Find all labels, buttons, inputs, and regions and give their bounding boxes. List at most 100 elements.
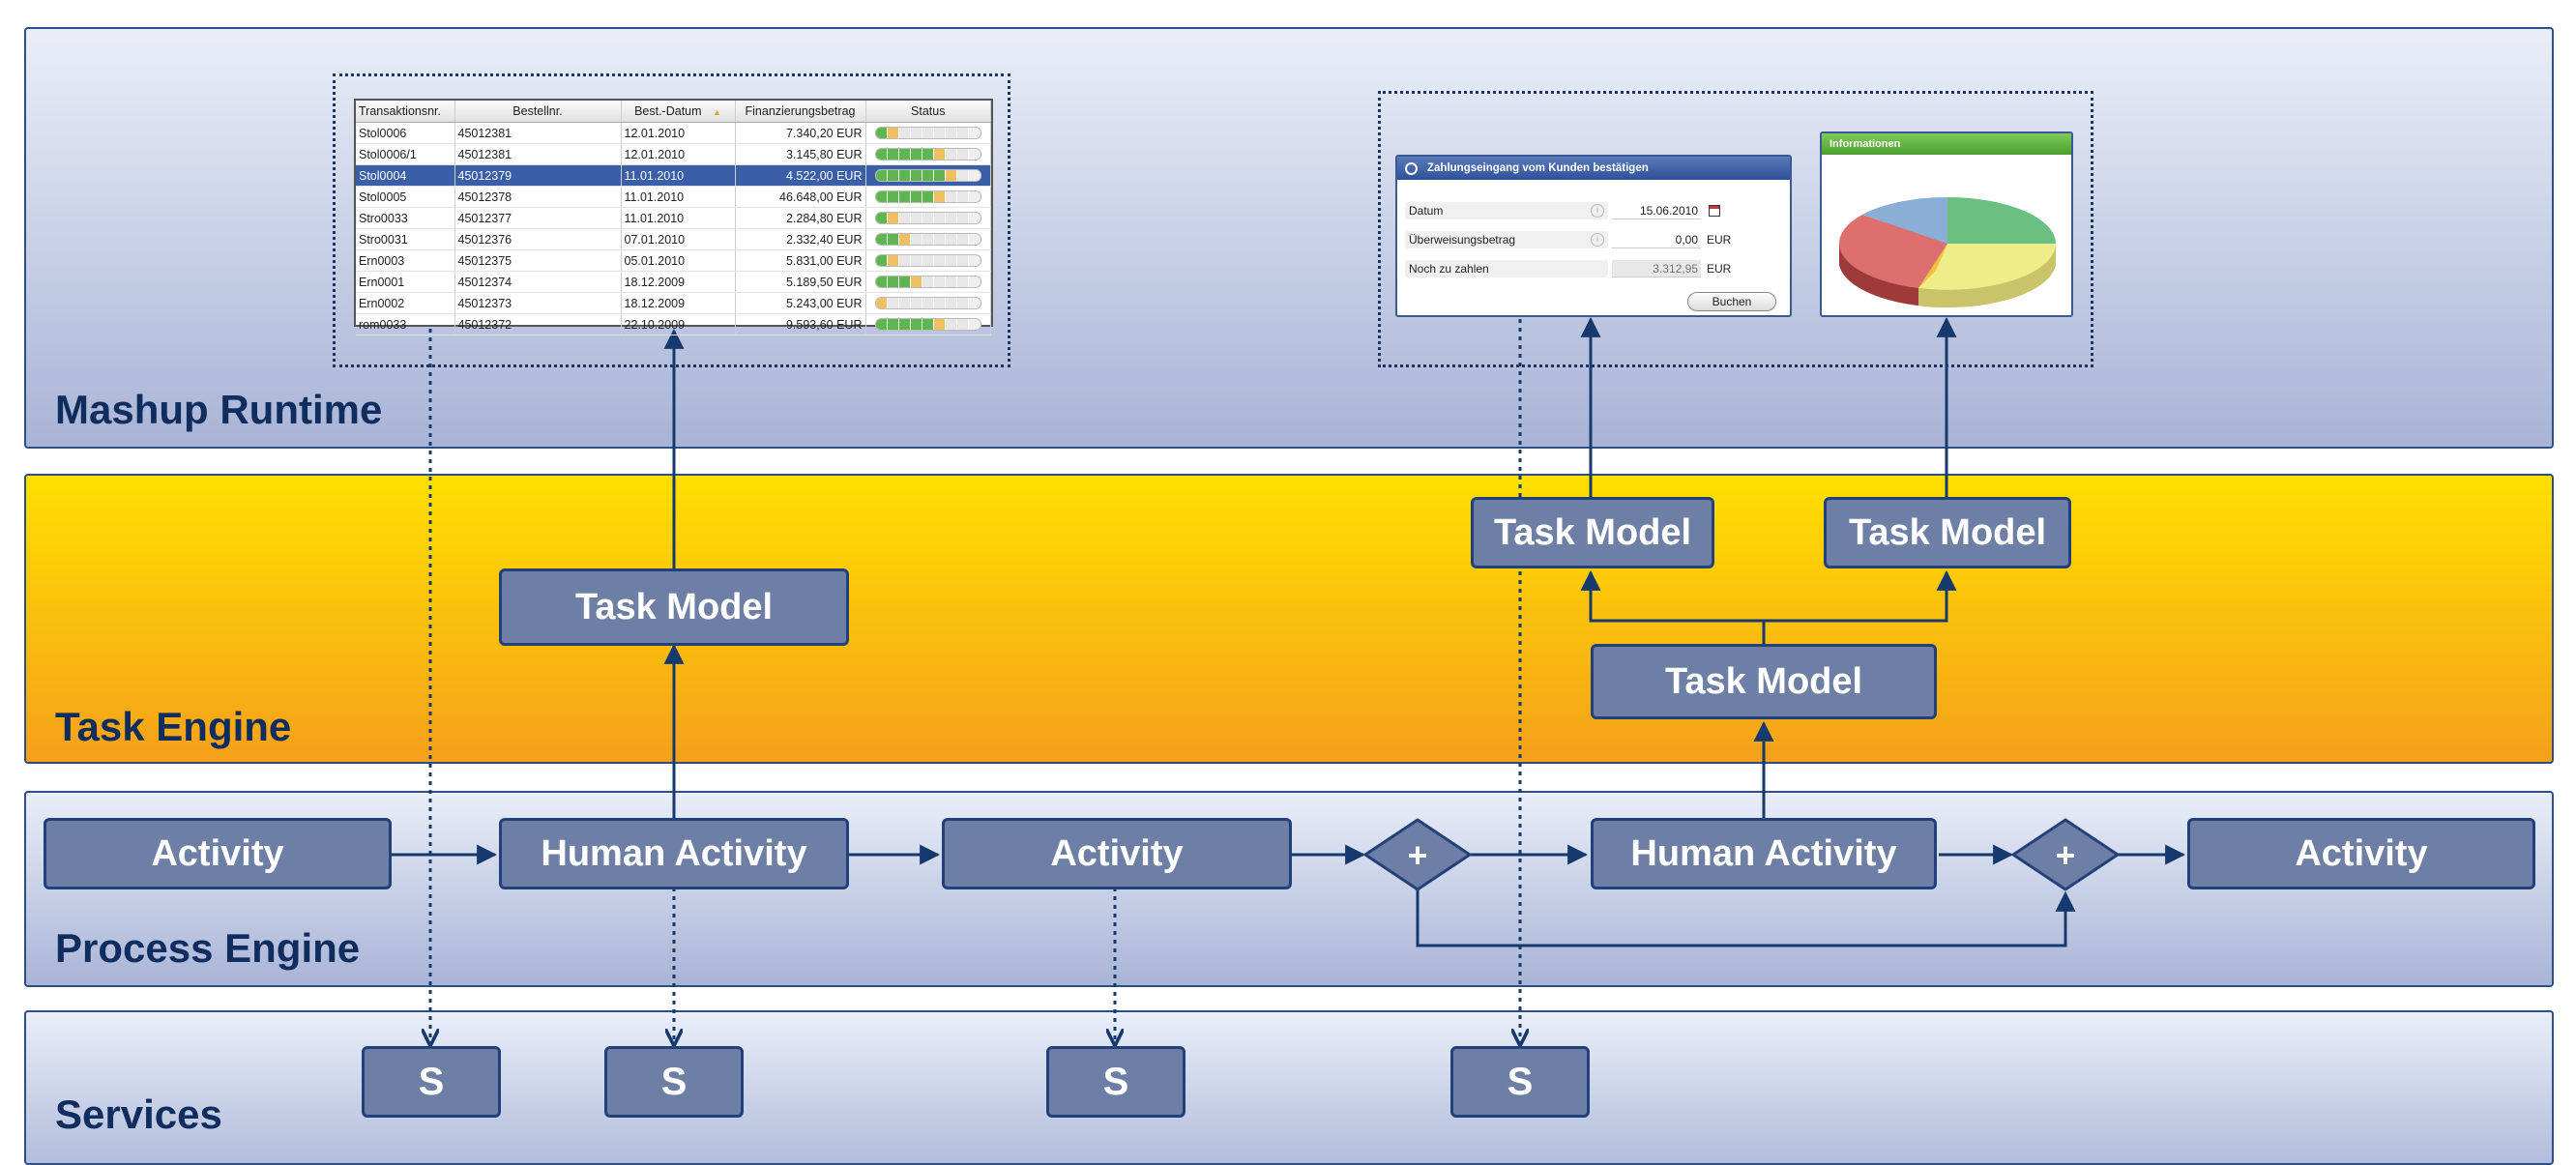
status-segment (898, 170, 911, 181)
cell-betrag: 5.831,00 EUR (735, 249, 866, 272)
pie-slice-orange (1918, 244, 1947, 288)
col-header-transaktionsnr[interactable]: Transaktionsnr. (356, 101, 455, 123)
human-activity-2[interactable]: Human Activity (1591, 818, 1937, 889)
form-chart-widget-container (1378, 91, 2093, 367)
cell-datum: 22.10.2009 (621, 313, 736, 335)
status-progress-bar (874, 127, 981, 139)
cell-datum: 11.01.2010 (621, 186, 736, 208)
status-segment (910, 234, 922, 245)
cell-transaktionsnr: Ern0002 (356, 292, 455, 314)
human-activity-1[interactable]: Human Activity (499, 818, 849, 889)
cell-bestellnr: 45012376 (454, 228, 622, 250)
cell-transaktionsnr: Ern0001 (356, 271, 455, 293)
cell-betrag: 2.332,40 EUR (735, 228, 866, 250)
status-segment (922, 128, 934, 138)
status-segment (922, 213, 934, 223)
status-segment (922, 170, 934, 181)
cell-transaktionsnr: Stro0033 (356, 207, 455, 229)
payment-confirmation-form: Zahlungseingang vom Kunden bestätigen Da… (1395, 155, 1792, 317)
status-segment (887, 213, 899, 223)
cell-datum: 11.01.2010 (621, 164, 736, 187)
cell-status (865, 186, 991, 208)
status-segment (956, 234, 969, 245)
radio-icon[interactable] (1405, 161, 1418, 175)
cell-betrag: 5.243,00 EUR (735, 292, 866, 314)
transaction-table-widget: Transaktionsnr. Bestellnr. Best.-Datum ▲… (354, 99, 993, 335)
transaction-table: Transaktionsnr. Bestellnr. Best.-Datum ▲… (356, 101, 991, 335)
status-progress-bar (874, 233, 981, 246)
cell-datum: 12.01.2010 (621, 143, 736, 165)
service-3[interactable]: S (1046, 1046, 1186, 1118)
cell-datum: 07.01.2010 (621, 228, 736, 250)
col-header-finanzierungsbetrag[interactable]: Finanzierungsbetrag (735, 101, 866, 123)
status-segment (956, 128, 969, 138)
task-model-4[interactable]: Task Model (1591, 644, 1937, 719)
cell-status (865, 164, 991, 187)
gateway-2 (2010, 818, 2121, 891)
activity-1[interactable]: Activity (44, 818, 392, 889)
status-segment (956, 213, 969, 223)
calendar-icon[interactable] (1709, 205, 1720, 217)
task-model-2[interactable]: Task Model (1471, 497, 1714, 568)
task-engine-layer: Task Engine (24, 474, 2554, 764)
service-1[interactable]: S (362, 1046, 501, 1118)
cell-datum: 05.01.2010 (621, 249, 736, 272)
service-2[interactable]: S (604, 1046, 744, 1118)
ueberweisung-unit: EUR (1707, 233, 1732, 247)
form-header: Zahlungseingang vom Kunden bestätigen (1397, 157, 1790, 180)
flow-tm4-tm3 (1764, 569, 1957, 623)
task-model-3[interactable]: Task Model (1824, 497, 2071, 568)
status-segment (945, 277, 957, 287)
status-segment (910, 149, 922, 160)
status-segment (875, 170, 888, 181)
status-segment (910, 191, 922, 202)
pie-slice-red (1838, 215, 1947, 288)
status-segment (945, 128, 957, 138)
cell-bestellnr: 45012377 (454, 207, 622, 229)
col-header-bestellnr[interactable]: Bestellnr. (454, 101, 622, 123)
activity-2[interactable]: Activity (942, 818, 1292, 889)
status-segment (898, 319, 911, 330)
status-segment (956, 191, 969, 202)
info-icon[interactable]: i (1591, 233, 1604, 247)
status-segment (933, 170, 946, 181)
gateway-2-symbol: + (2055, 835, 2075, 875)
info-widget-title: Informationen (1822, 133, 2071, 155)
task-model-1[interactable]: Task Model (499, 568, 849, 646)
buchen-button[interactable]: Buchen (1687, 292, 1776, 311)
status-segment (898, 298, 911, 308)
gateway-1-diamond (1362, 818, 1473, 891)
status-segment (875, 234, 888, 245)
pie-side-yellow (1918, 244, 2056, 307)
cell-status (865, 207, 991, 229)
ueberweisung-field[interactable]: 0,00 (1612, 231, 1701, 248)
gateway-2-diamond (2010, 818, 2121, 891)
status-segment (945, 191, 957, 202)
cell-betrag: 3.145,80 EUR (735, 143, 866, 165)
pie-chart-3d (1838, 196, 2056, 307)
activity-3[interactable]: Activity (2187, 818, 2535, 889)
datum-field[interactable]: 15.06.2010 (1612, 202, 1701, 219)
col-header-status[interactable]: Status (865, 101, 991, 123)
status-segment (887, 234, 899, 245)
col-header-best-datum[interactable]: Best.-Datum ▲ (621, 101, 736, 123)
service-4[interactable]: S (1450, 1046, 1590, 1118)
info-icon[interactable]: i (1591, 204, 1604, 218)
status-segment (898, 149, 911, 160)
noch-field: 3.312,95 (1612, 260, 1701, 277)
cell-bestellnr: 45012378 (454, 186, 622, 208)
info-widget: Informationen (1820, 131, 2073, 317)
status-progress-bar (874, 297, 981, 309)
